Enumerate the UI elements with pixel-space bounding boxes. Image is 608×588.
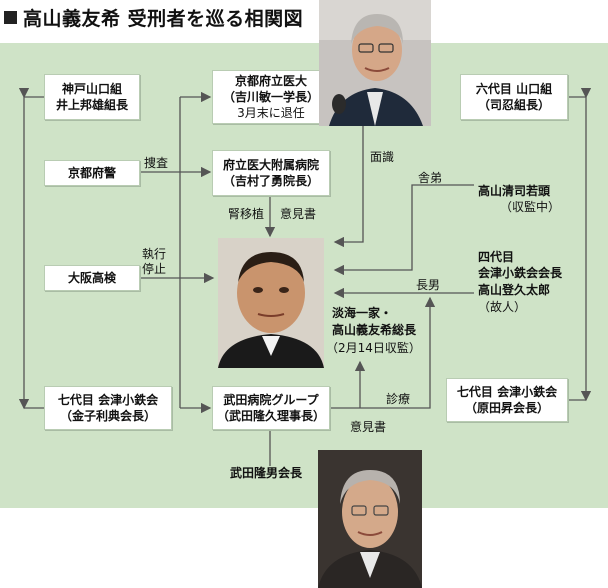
label-jinishoku: 腎移植	[228, 207, 265, 221]
label-shikkou-2: 停止	[142, 262, 167, 276]
box-aizu-7th-right: 七代目 会津小鉄会 （原田昇会長）	[446, 378, 568, 422]
label-shinryou: 診療	[386, 392, 411, 406]
diagram-title: 高山義友希 受刑者を巡る相関図	[4, 4, 303, 31]
photo-takeda-takao	[318, 450, 422, 588]
label-center-3: （2月14日収監）	[326, 341, 421, 355]
label-shatei: 舎弟	[418, 171, 443, 185]
label-chounan: 長男	[416, 278, 441, 292]
box-univ-hospital: 府立医大附属病院 （吉村了勇院長）	[212, 150, 330, 196]
label-ikensho-2: 意見書	[350, 420, 387, 434]
box-kyoto-police: 京都府警	[44, 160, 140, 186]
arrow-shatei	[333, 184, 474, 276]
box-kobe-yamaguchi: 神戸山口組 井上邦雄組長	[44, 74, 140, 120]
box-takeda-group: 武田病院グループ （武田隆久理事長）	[212, 386, 330, 430]
label-sousa: 捜査	[144, 156, 169, 170]
label-shikkou-1: 執行	[142, 247, 167, 261]
arrow-menshiki	[333, 120, 364, 248]
label-center-1: 淡海一家・	[332, 306, 393, 320]
label-tokutarou-2: 会津小鉄会会長	[478, 266, 563, 280]
box-kyoto-univ: 京都府立医大 （吉川敏一学長） 3月末に退任	[212, 70, 330, 124]
box-yamaguchi-6th: 六代目 山口組 （司忍組長）	[460, 74, 568, 120]
label-tokutarou-4: （故人）	[478, 300, 527, 314]
label-ikensho-1: 意見書	[280, 207, 317, 221]
label-center-2: 高山義友希総長	[332, 323, 417, 337]
photo-yoshikawa	[319, 0, 431, 126]
photo-takayama	[218, 238, 324, 368]
label-takayama-kiyoshi-status: （収監中）	[500, 200, 561, 214]
title-square-icon	[4, 11, 17, 24]
box-osaka-prosecutor: 大阪高検	[44, 265, 140, 291]
label-takayama-kiyoshi: 高山清司若頭	[478, 184, 551, 198]
label-menshiki: 面識	[370, 150, 395, 164]
label-tokutarou-1: 四代目	[478, 250, 515, 264]
box-aizu-7th-left: 七代目 会津小鉄会 （金子利典会長）	[44, 386, 172, 430]
label-takeda-takao: 武田隆男会長	[230, 466, 303, 480]
title-text: 高山義友希 受刑者を巡る相関図	[23, 8, 304, 30]
arrow-shinryou	[330, 296, 436, 409]
label-tokutarou-3: 高山登久太郎	[478, 283, 551, 297]
